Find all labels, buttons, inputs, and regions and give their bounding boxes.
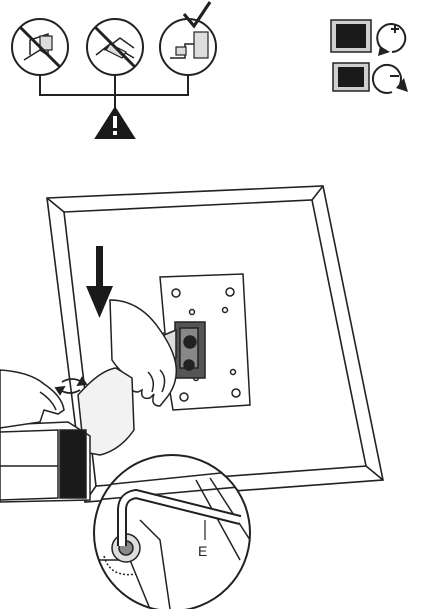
hex-key-label: E bbox=[198, 543, 207, 559]
hand-illustration bbox=[0, 370, 64, 428]
tension-adjust-group bbox=[331, 20, 408, 93]
approved-mount-icon bbox=[160, 2, 216, 75]
detail-callout: E bbox=[94, 455, 250, 609]
warning-icon bbox=[96, 108, 134, 138]
prohibited-mount-icon bbox=[87, 19, 143, 75]
decrease-tension-icon bbox=[333, 63, 408, 93]
prohibited-mount-icon bbox=[12, 19, 68, 75]
increase-tension-icon bbox=[331, 20, 405, 56]
mounting-warning-group bbox=[12, 2, 216, 138]
